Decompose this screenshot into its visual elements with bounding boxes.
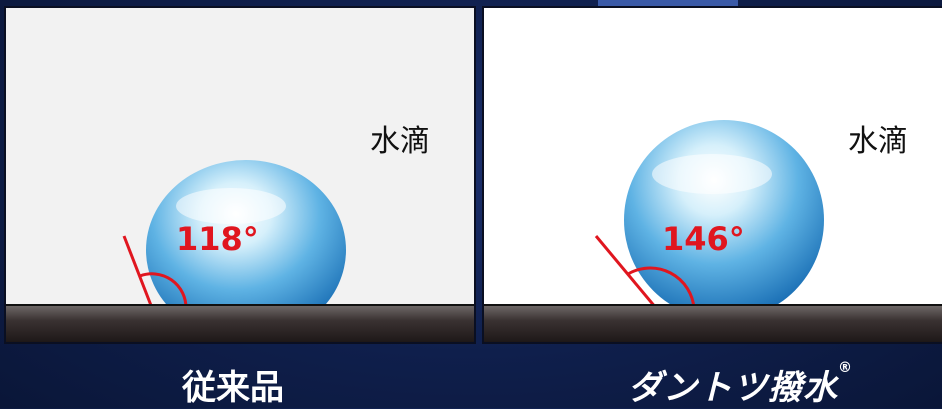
contact-tangent bbox=[594, 235, 658, 309]
contact-tangent bbox=[122, 235, 154, 309]
top-tab bbox=[598, 0, 738, 6]
contact-angle-value: 118° bbox=[176, 220, 259, 258]
caption-conventional: 従来品 bbox=[182, 368, 284, 408]
droplet-label: 水滴 bbox=[370, 124, 430, 159]
contact-angle-value: 146° bbox=[662, 220, 745, 258]
droplet-diagram-conventional bbox=[122, 160, 346, 340]
droplet-diagram-dantotsu bbox=[594, 120, 824, 320]
droplet-highlight bbox=[176, 188, 286, 224]
comparison-panel-conventional: 水滴 118° bbox=[4, 6, 476, 344]
brand-name: ダントツ撥水 bbox=[628, 368, 838, 408]
angle-arc bbox=[627, 266, 696, 309]
angle-arc bbox=[139, 272, 188, 309]
registered-mark: ® bbox=[838, 360, 853, 376]
comparison-panel-dantotsu: 水滴 146° bbox=[482, 6, 942, 344]
caption-dantotsu: ダントツ撥水® bbox=[628, 360, 853, 409]
surface bbox=[6, 304, 474, 342]
surface bbox=[484, 304, 942, 342]
droplet-highlight bbox=[652, 154, 772, 194]
droplet-label: 水滴 bbox=[848, 124, 908, 159]
